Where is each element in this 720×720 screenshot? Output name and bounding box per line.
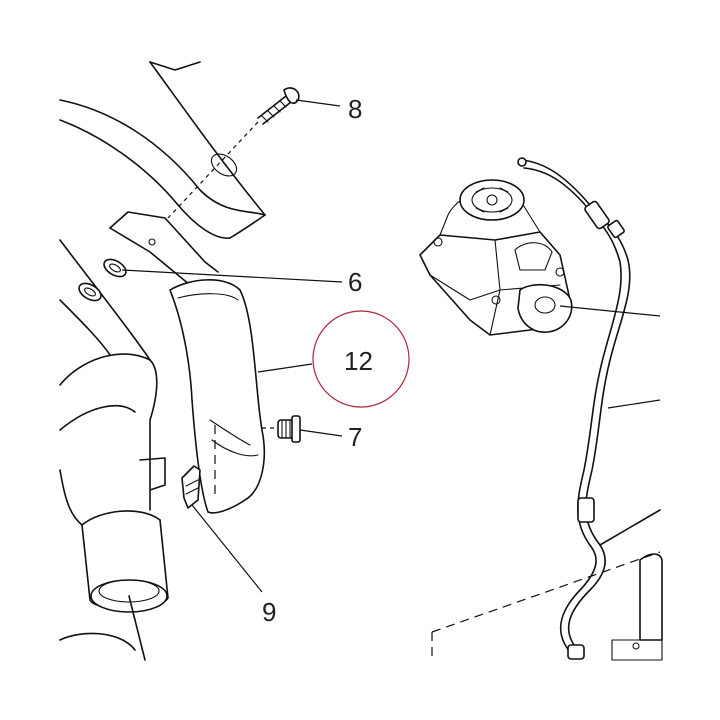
leader-lines bbox=[121, 99, 661, 593]
upper-body-panel bbox=[59, 61, 266, 239]
leader-7 bbox=[299, 429, 343, 437]
callout-7: 7 bbox=[348, 422, 362, 452]
clip-part-9 bbox=[181, 465, 201, 509]
leader-cable bbox=[607, 399, 661, 409]
leader-8 bbox=[295, 99, 341, 107]
actuator-cable bbox=[517, 157, 631, 660]
screw-part-8 bbox=[257, 87, 300, 125]
highlight-circle bbox=[312, 310, 410, 408]
leader-12 bbox=[257, 363, 313, 373]
heat-guard-part-12 bbox=[169, 279, 266, 514]
washers-part-6 bbox=[78, 258, 127, 302]
exhaust-pipe bbox=[59, 239, 169, 661]
callout-6: 6 bbox=[348, 267, 362, 297]
leader-6 bbox=[121, 269, 343, 283]
leader-actuator bbox=[559, 305, 661, 317]
callout-9: 9 bbox=[262, 597, 276, 627]
mounting-bracket bbox=[109, 211, 219, 286]
leader-8-axis bbox=[167, 121, 259, 219]
bolt-part-7 bbox=[277, 415, 301, 443]
servo-actuator bbox=[419, 179, 573, 336]
callout-12: 12 bbox=[344, 346, 373, 376]
lower-right-frame bbox=[431, 509, 663, 661]
leader-9 bbox=[191, 504, 263, 593]
callout-8: 8 bbox=[348, 94, 362, 124]
